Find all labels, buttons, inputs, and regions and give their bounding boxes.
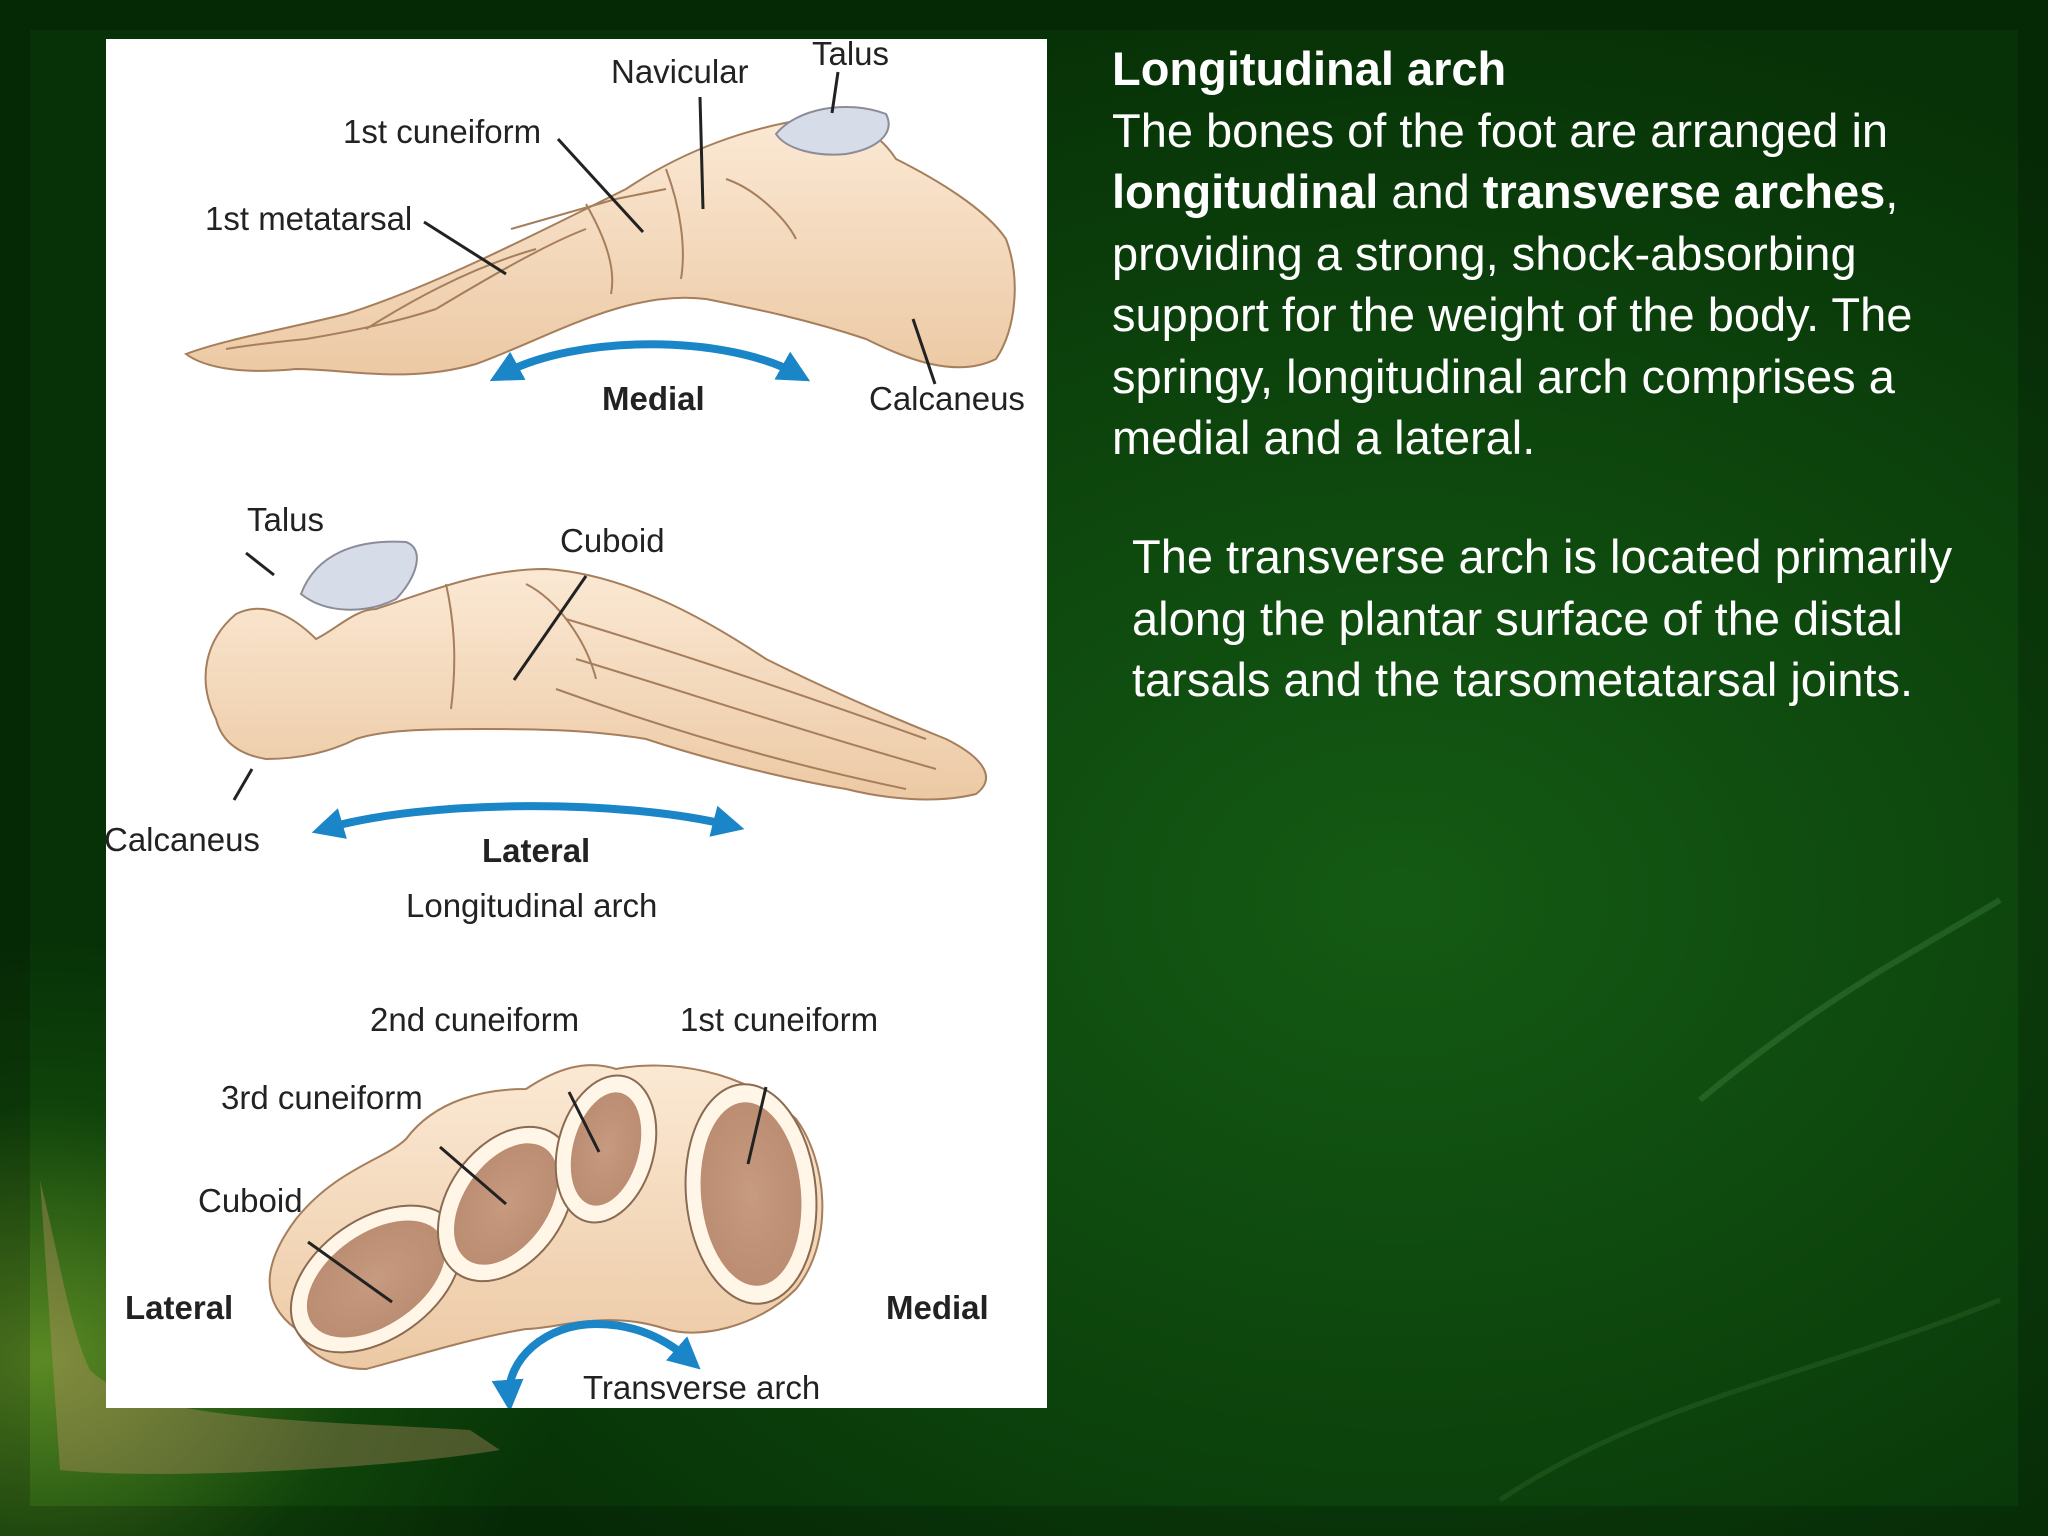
p1-text-2: and — [1378, 165, 1483, 218]
second-cuneiform-section — [554, 1074, 658, 1224]
slide-heading: Longitudinal arch — [1112, 42, 1507, 95]
lateral-foot-drawing — [204, 540, 987, 839]
transverse-arch-paragraph: The transverse arch is located primarily… — [1132, 530, 1953, 706]
label-second-cuneiform: 2nd cuneiform — [370, 1001, 580, 1038]
label-lateral-transverse: Lateral — [125, 1289, 234, 1326]
label-lateral-arch: Lateral — [482, 832, 591, 869]
label-first-cuneiform-medial: 1st cuneiform — [343, 113, 542, 150]
label-cuboid-lateral: Cuboid — [560, 522, 665, 559]
caption-longitudinal-arch: Longitudinal arch — [406, 887, 658, 924]
label-calcaneus-medial: Calcaneus — [869, 380, 1025, 417]
label-talus-medial: Talus — [812, 35, 890, 72]
cuboid-section — [289, 1204, 463, 1354]
medial-foot-drawing — [183, 71, 1016, 385]
label-first-cuneiform-transverse: 1st cuneiform — [680, 1001, 879, 1038]
label-third-cuneiform: 3rd cuneiform — [221, 1079, 423, 1116]
foot-arches-illustration — [183, 71, 1016, 1408]
p1-text-3: , providing a strong, shock-absorbing su… — [1112, 165, 1913, 464]
p1-text-1: The bones of the foot are arranged in — [1112, 103, 1889, 157]
label-medial-transverse: Medial — [886, 1289, 989, 1326]
caption-transverse-arch: Transverse arch — [583, 1369, 821, 1406]
label-first-metatarsal: 1st metatarsal — [205, 200, 413, 237]
label-cuboid-transverse: Cuboid — [198, 1182, 303, 1219]
label-medial-arch: Medial — [602, 380, 705, 417]
intro-paragraph: Longitudinal arch The bones of the foot … — [1112, 38, 2012, 469]
foot-arches-figure: Talus Navicular 1st cuneiform 1st metata… — [104, 35, 1047, 1408]
label-talus-lateral: Talus — [247, 501, 325, 538]
first-cuneiform-section — [684, 1083, 818, 1305]
transverse-arch-drawing — [268, 1064, 824, 1408]
p1-bold-transverse-arches: transverse arches — [1482, 165, 1886, 218]
label-navicular: Navicular — [611, 53, 749, 90]
p1-bold-longitudinal: longitudinal — [1112, 165, 1379, 218]
label-calcaneus-lateral: Calcaneus — [104, 821, 260, 858]
